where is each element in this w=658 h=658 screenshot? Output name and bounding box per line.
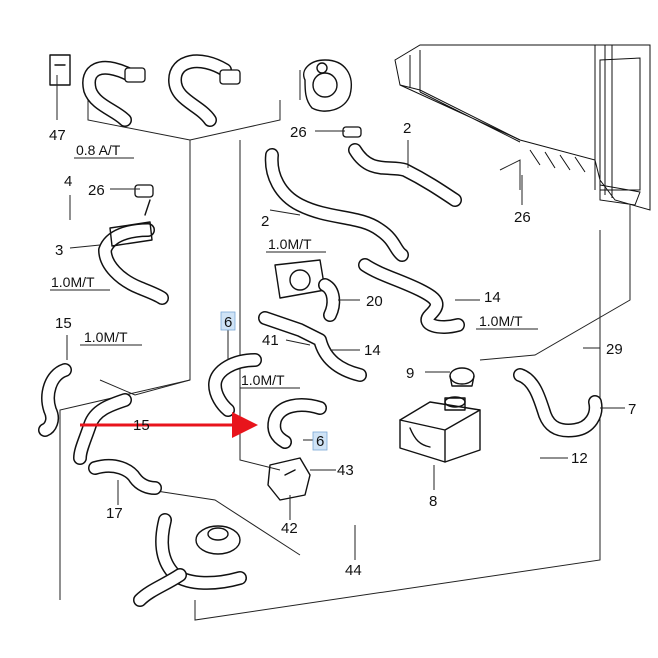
hose-2-upper <box>342 126 462 207</box>
spec-label: 1.0M/T <box>479 313 523 329</box>
callout-3: 3 <box>55 242 63 259</box>
hose-14-upper <box>358 258 465 334</box>
spec-label: 1.0M/T <box>268 236 312 252</box>
callout-12: 12 <box>571 450 588 467</box>
callout-42: 42 <box>281 520 298 537</box>
hose-3 <box>98 184 169 305</box>
hose-17 <box>88 458 162 495</box>
callout-26: 26 <box>290 124 307 141</box>
callout-44: 44 <box>345 562 362 579</box>
water-outlet <box>267 457 311 501</box>
spec-label: 1.0M/T <box>84 329 128 345</box>
callout-20: 20 <box>366 293 383 310</box>
callout-9: 9 <box>406 365 414 382</box>
hose-7 <box>513 368 603 438</box>
callout-15: 15 <box>55 315 72 332</box>
expansion-tank <box>399 367 481 463</box>
callout-43: 43 <box>337 462 354 479</box>
callout-47: 47 <box>49 127 66 144</box>
spec-label: 0.8 A/T <box>76 142 121 158</box>
leader-lines <box>50 75 625 560</box>
callout-15-lower: 15 <box>133 417 150 434</box>
hose-14-lower <box>258 311 367 382</box>
thermostat-housing-top <box>303 59 352 112</box>
callout-29: 29 <box>606 341 623 358</box>
callout-8: 8 <box>429 493 437 510</box>
red-arrow <box>80 412 258 438</box>
highlight-6-lower <box>312 431 328 451</box>
spec-label: 1.0M/T <box>51 274 95 290</box>
callout-2: 2 <box>403 120 411 137</box>
callout-7: 7 <box>628 401 636 418</box>
callout-14-lower: 14 <box>364 342 381 359</box>
callout-17: 17 <box>106 505 123 522</box>
hose-6-upper <box>208 353 262 417</box>
frame-lines <box>59 70 631 621</box>
callout-26-left: 26 <box>88 182 105 199</box>
hose-6-lower <box>267 398 327 449</box>
hose-15-left <box>38 363 132 465</box>
hose-top-left <box>49 54 241 127</box>
radiator <box>394 44 651 211</box>
callout-6-lower: 6 <box>316 433 324 450</box>
callout-14: 14 <box>484 289 501 306</box>
throttle-body <box>274 259 341 322</box>
hose-2-lower <box>264 148 409 262</box>
highlight-6-upper <box>220 311 236 331</box>
callout-26-right: 26 <box>514 209 531 226</box>
callout-41: 41 <box>262 332 279 349</box>
spec-label: 1.0M/T <box>241 372 285 388</box>
oil-cooler <box>133 513 247 607</box>
callout-6: 6 <box>224 314 232 331</box>
callout-2-lower: 2 <box>261 213 269 230</box>
callout-4: 4 <box>64 173 72 190</box>
